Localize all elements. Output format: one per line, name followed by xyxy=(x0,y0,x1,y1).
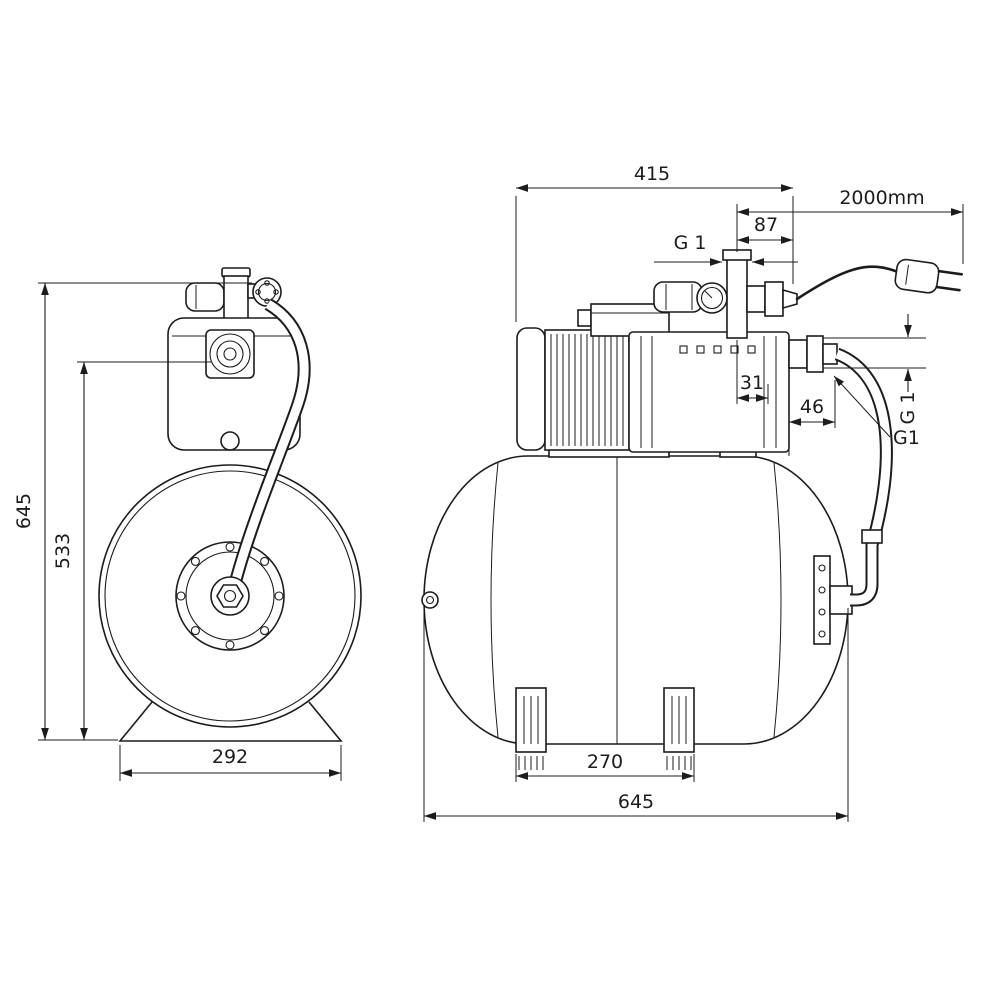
discharge-port xyxy=(788,339,808,369)
dim-label-offset-46: 46 xyxy=(800,396,824,418)
side-view: 415 2000mm 87 G 1 31 46 xyxy=(421,163,964,822)
side-tank xyxy=(421,445,853,745)
fan-cover xyxy=(516,327,546,451)
side-pump xyxy=(516,303,838,453)
power-cable xyxy=(795,258,963,301)
dim-label-thread-side: G 1 xyxy=(897,392,919,425)
union-nut xyxy=(806,335,824,373)
side-feet xyxy=(515,687,695,770)
side-hose xyxy=(834,347,893,607)
front-dimensions: 645 533 292 xyxy=(13,282,342,781)
dim-label-cable-length: 2000mm xyxy=(839,187,924,209)
front-view: 645 533 292 xyxy=(13,267,362,781)
hose-nut xyxy=(861,529,883,544)
dim-label-height-port: 533 xyxy=(52,533,74,569)
dim-label-port-offset: 87 xyxy=(754,214,778,236)
dim-label-pump-length: 415 xyxy=(634,163,670,185)
mains-plug xyxy=(894,258,963,294)
dim-label-base-width: 292 xyxy=(212,746,248,768)
front-stand xyxy=(118,701,343,742)
side-gauge-assembly xyxy=(653,249,798,339)
dim-label-height-total: 645 xyxy=(13,493,35,529)
dim-label-thread-callout: G1 xyxy=(893,427,920,449)
pressure-switch xyxy=(653,281,703,313)
pump-body xyxy=(628,331,790,453)
front-motor xyxy=(167,317,301,451)
riser-pipe xyxy=(726,257,748,339)
front-pump-head xyxy=(185,267,282,323)
dim-label-tank-length: 645 xyxy=(618,791,654,813)
dim-label-feet-spacing: 270 xyxy=(587,751,623,773)
port-stub xyxy=(822,343,838,365)
side-dimensions: 415 2000mm 87 G 1 31 46 xyxy=(423,163,964,822)
front-flex-hose xyxy=(210,298,311,616)
cable-gland xyxy=(577,309,592,327)
dim-label-offset-31: 31 xyxy=(740,372,764,394)
tank-stub xyxy=(829,585,853,615)
dim-label-thread-top: G 1 xyxy=(674,232,707,254)
